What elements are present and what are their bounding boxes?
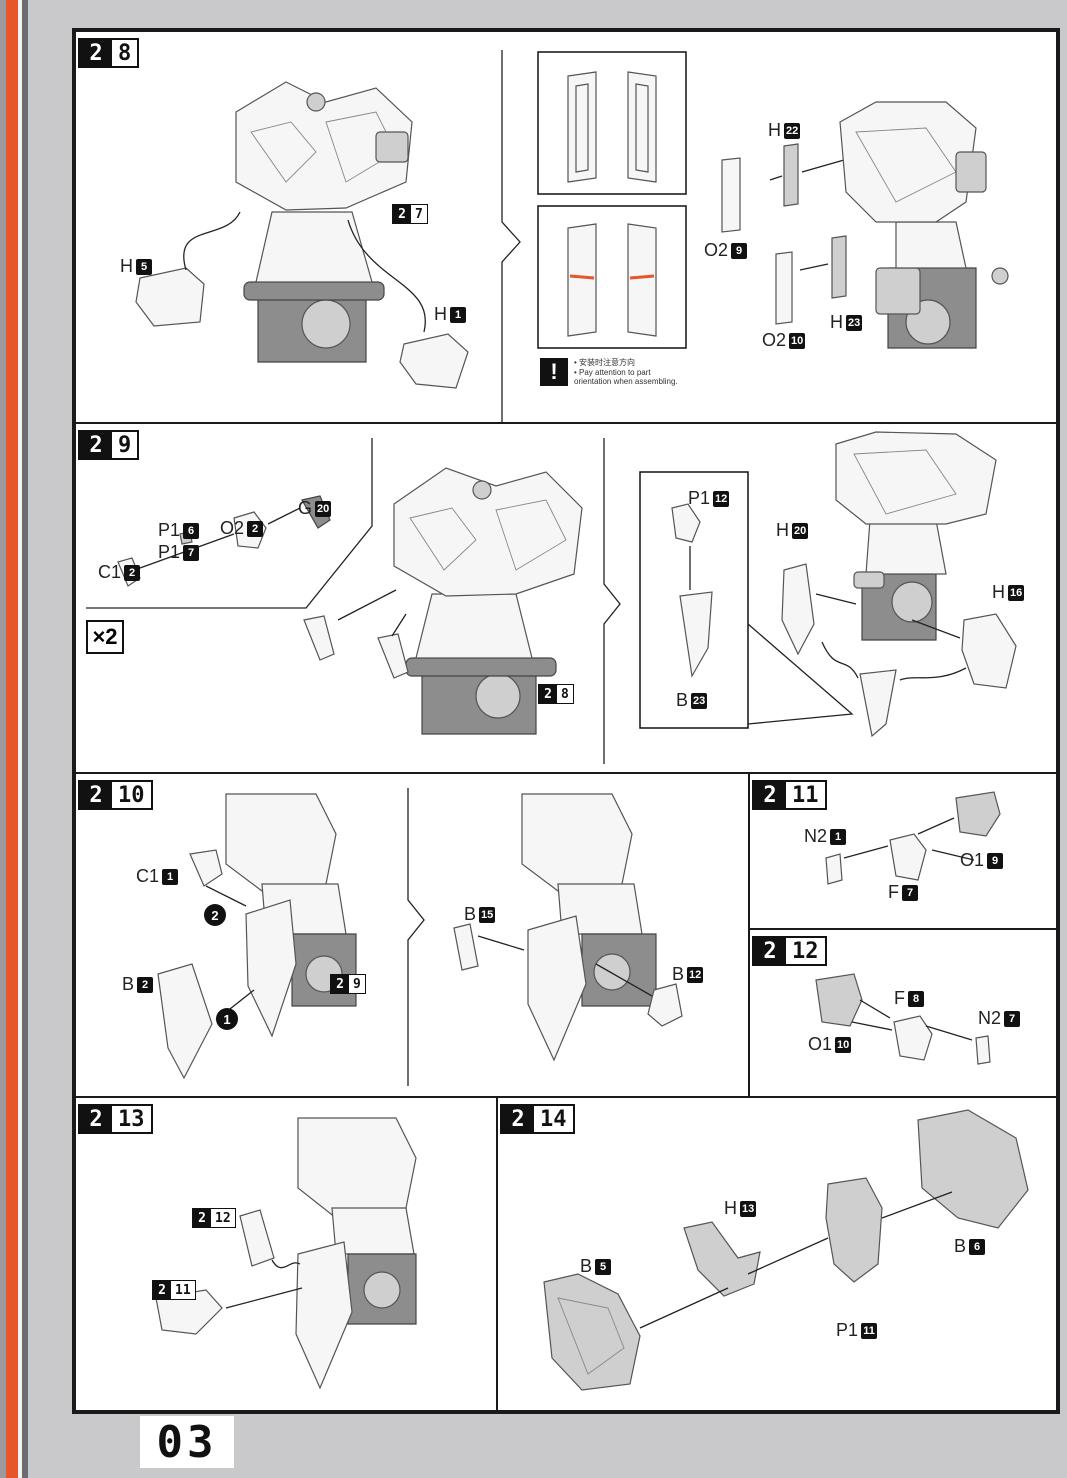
panel-step-2-13: 2 13 2 12 2 11 (74, 1096, 498, 1412)
warning-icon: ! (540, 358, 568, 386)
step-2-11-drawing (825, 791, 1001, 885)
ref-badge-2-9: 2 9 (330, 974, 366, 994)
torso-assembly-2-8 (235, 81, 413, 363)
step-badge-2-9: 2 9 (78, 430, 140, 460)
sequence-step-2: 2 (204, 904, 226, 926)
panel-step-2-8: 2 8 (74, 30, 1058, 424)
step-badge-2-14: 2 14 (500, 1104, 575, 1134)
step-2-12-drawing (815, 973, 991, 1065)
ref-badge-2-7: 2 7 (392, 204, 428, 224)
step-2-9-drawing (86, 431, 1017, 764)
step-badge-2-13: 2 13 (78, 1104, 153, 1134)
edge-stripe-dark (22, 0, 28, 1478)
warning-text-en-2: orientation when assembling. (574, 377, 678, 387)
step-badge-2-8: 2 8 (78, 38, 140, 68)
page-number: 03 (140, 1416, 234, 1468)
step-badge-2-12: 2 12 (752, 936, 827, 966)
side-torso-assembly-2-8 (839, 101, 1009, 349)
quantity-multiplier: ×2 (86, 620, 124, 654)
step-badge-2-11: 2 11 (752, 780, 827, 810)
step-major: 2 (80, 40, 112, 66)
sequence-step-1: 1 (216, 1008, 238, 1030)
step-2-8-drawing (135, 50, 1009, 422)
warning-text-zh: • 安装时注意方向 (574, 358, 636, 367)
instruction-sheet: 2 8 (72, 28, 1060, 1414)
edge-stripe-white (18, 0, 22, 1478)
step-2-10-drawing (157, 788, 683, 1086)
warning-text-en-1: • Pay attention to part (574, 367, 651, 377)
panel-step-2-9: 2 9 (74, 422, 1058, 774)
side-torso-assembly-2-9 (835, 431, 997, 641)
step-badge-2-10: 2 10 (78, 780, 153, 810)
step-minor: 8 (118, 40, 132, 66)
ref-badge-2-12: 2 12 (192, 1208, 236, 1228)
step-2-14-drawing (543, 1109, 1029, 1391)
edge-stripe-orange (6, 0, 18, 1478)
ref-badge-2-8: 2 8 (538, 684, 574, 704)
orientation-warning: ! • 安装时注意方向 • Pay attention to part orie… (540, 358, 678, 387)
edge-stripe-gray (0, 0, 6, 1478)
step-2-13-drawing (155, 1117, 417, 1390)
ref-badge-2-11: 2 11 (152, 1280, 196, 1300)
torso-assembly-2-9 (393, 467, 583, 735)
